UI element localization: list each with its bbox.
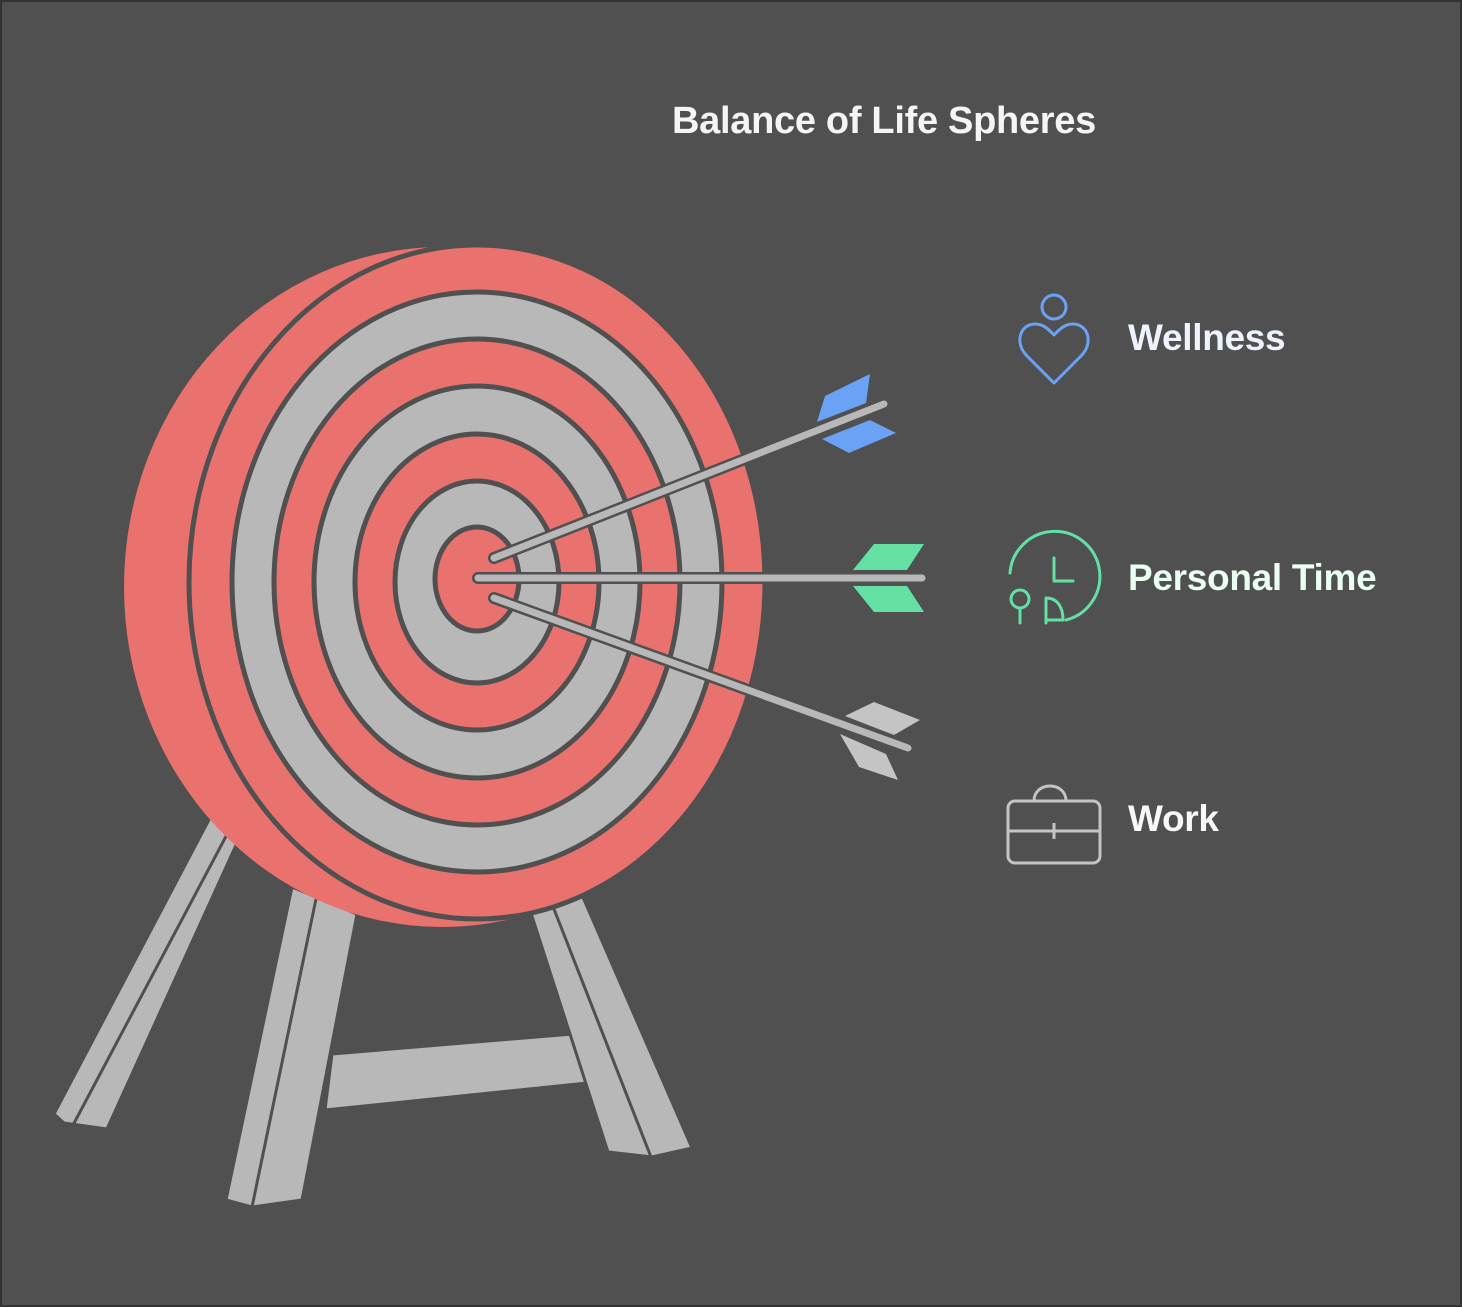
legend-label-wellness: Wellness	[1128, 317, 1286, 358]
legend-label-work: Work	[1128, 798, 1219, 839]
legend-item-personal-time: Personal Time	[1002, 528, 1377, 628]
wellness-fletching-upper	[817, 374, 870, 422]
diagram-title: Balance of Life Spheres	[672, 100, 1096, 142]
clock-leisure-icon	[1008, 529, 1102, 625]
target-board	[124, 242, 768, 927]
personal-fletching-lower	[853, 586, 924, 612]
arrow-work	[488, 592, 920, 780]
legend-item-wellness: Wellness	[1002, 288, 1286, 388]
arrow-personal-time	[472, 544, 928, 612]
work-fletching-lower	[840, 734, 898, 780]
wellness-fletching-lower	[822, 420, 896, 453]
person-heart-icon	[1018, 293, 1090, 385]
work-fletching-upper	[845, 702, 920, 735]
briefcase-icon	[1006, 784, 1102, 865]
arrow-wellness	[488, 374, 896, 564]
legend-item-work: Work	[1002, 769, 1219, 869]
personal-fletching-upper	[853, 544, 924, 570]
legend-label-personal-time: Personal Time	[1128, 557, 1377, 598]
